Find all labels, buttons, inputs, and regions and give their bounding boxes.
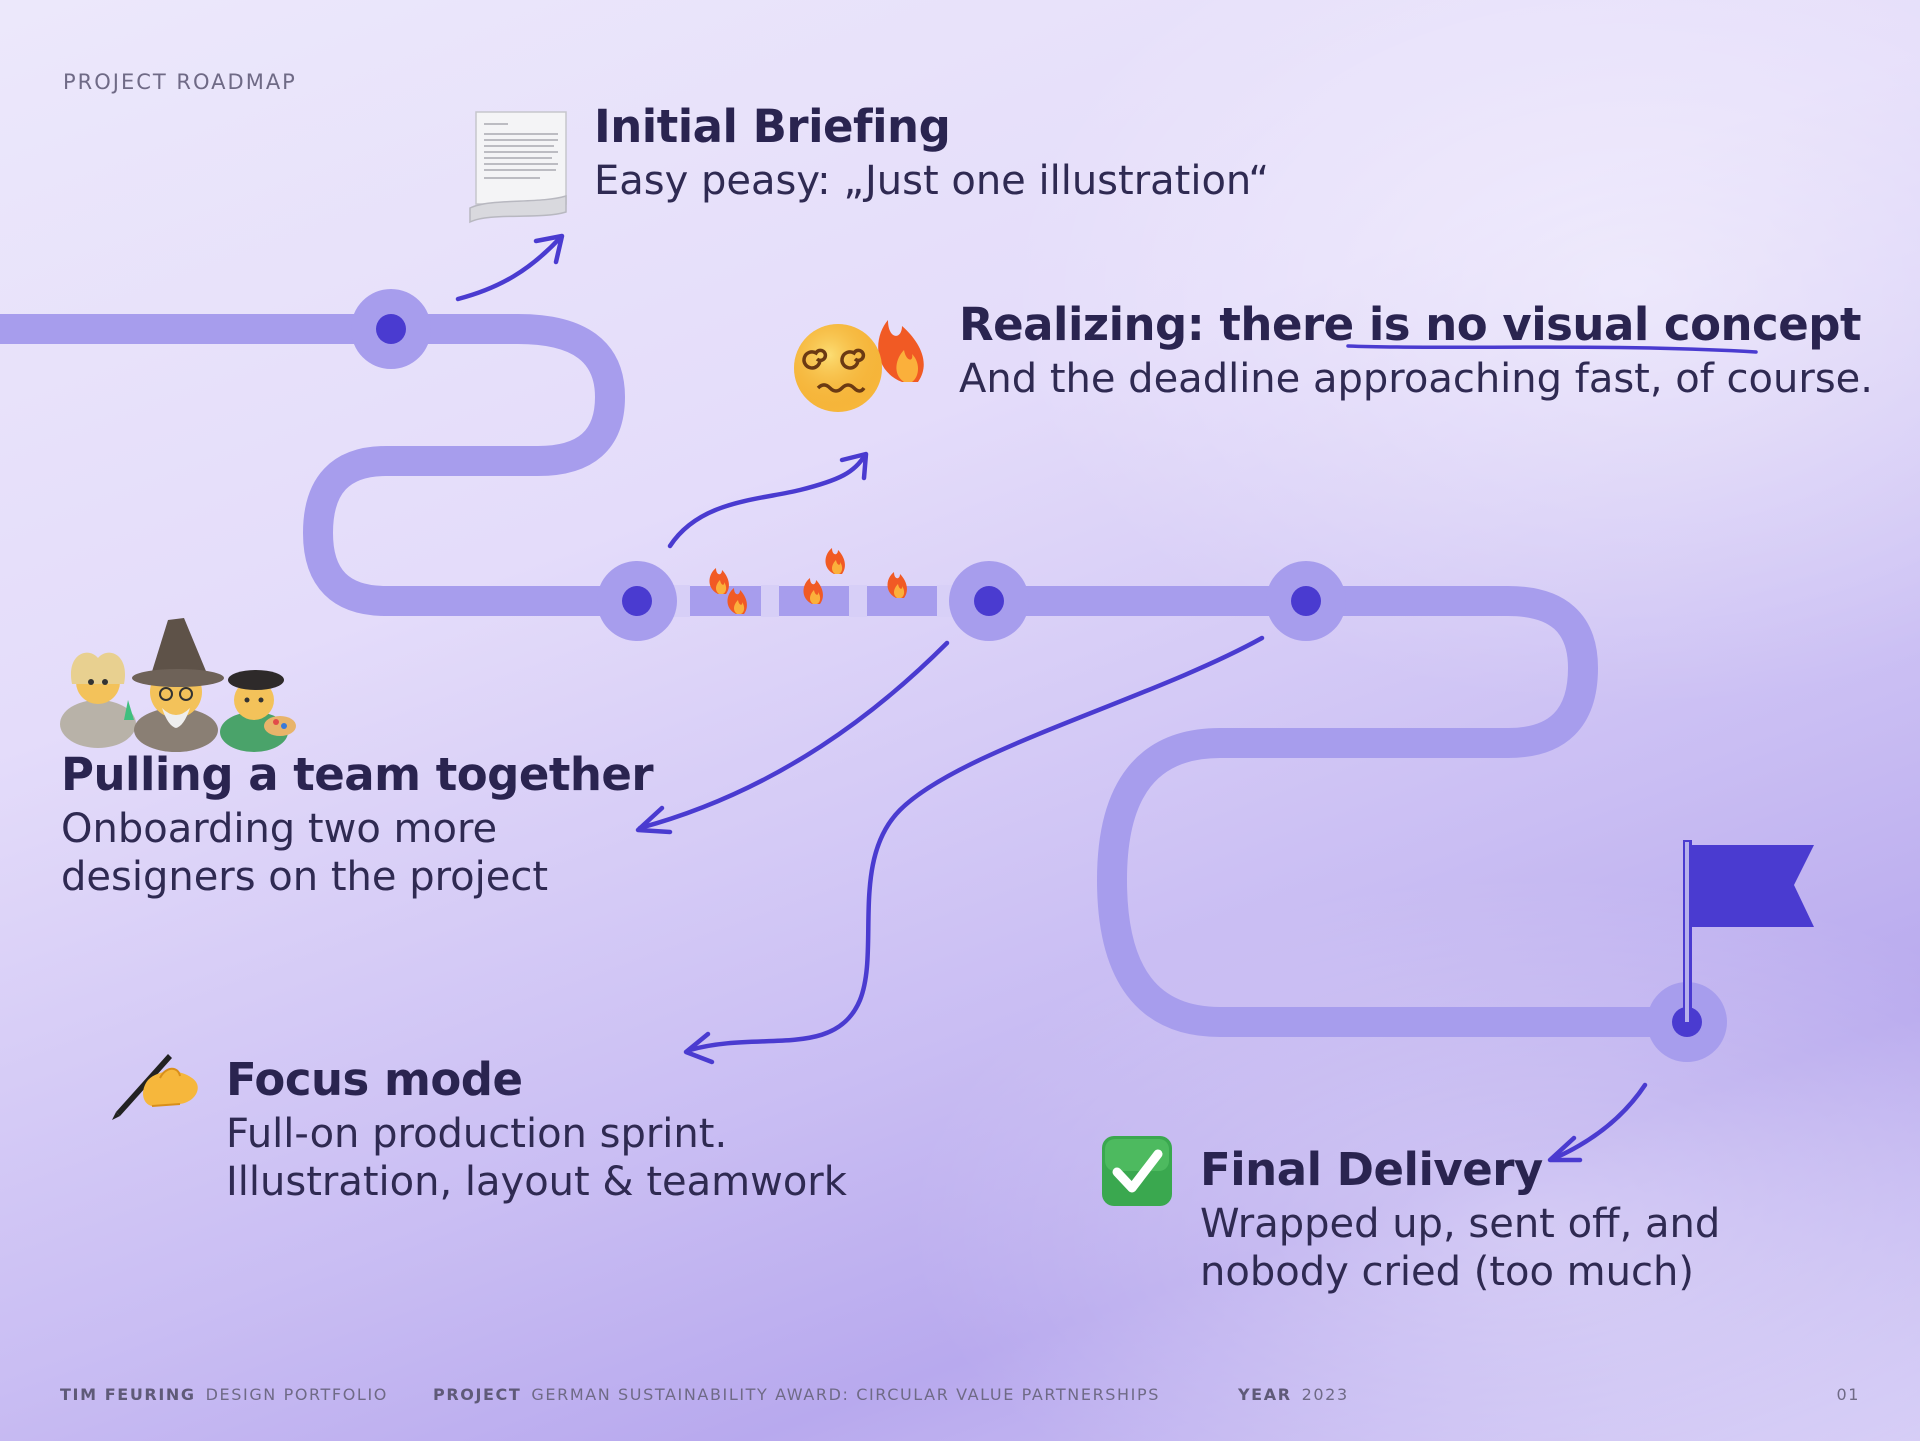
- description-line: Illustration, layout & teamwork: [226, 1159, 847, 1205]
- fire-icon: [803, 578, 823, 604]
- milestone-title: Final Delivery: [1200, 1143, 1543, 1196]
- road-path: [0, 314, 1705, 1037]
- milestone-description: Wrapped up, sent off, and nobody cried (…: [1200, 1200, 1720, 1296]
- fire-icon: [727, 588, 747, 614]
- footer-project: PROJECT GERMAN SUSTAINABILITY AWARD: CIRC…: [433, 1385, 1160, 1404]
- description-line: Onboarding two more: [61, 806, 498, 852]
- document-scroll-icon: [469, 111, 567, 224]
- milestone-title: Realizing: there is no visual concept: [959, 298, 1873, 351]
- description-line: Wrapped up, sent off, and: [1200, 1201, 1721, 1247]
- footer-author: TIM FEURING DESIGN PORTFOLIO: [60, 1385, 388, 1404]
- fire-icon: [887, 572, 907, 598]
- footer-year: YEAR 2023: [1238, 1385, 1349, 1404]
- milestone-final-delivery: Final Delivery Wrapped up, sent off, and…: [1200, 1143, 1720, 1296]
- milestone-title: Initial Briefing: [594, 100, 951, 153]
- finish-flag-icon: [1683, 840, 1814, 1025]
- highlight-underline: [1346, 344, 1758, 354]
- milestone-node: [1266, 561, 1346, 641]
- milestone-team: Pulling a team together Onboarding two m…: [61, 748, 654, 901]
- arrow-to-focus: [683, 635, 1265, 1065]
- milestone-initial-briefing: Initial Briefing Easy peasy: „Just one i…: [594, 100, 1269, 205]
- milestone-focus-mode: Focus mode Full-on production sprint. Il…: [226, 1053, 847, 1206]
- page-eyebrow: PROJECT ROADMAP: [63, 70, 297, 94]
- description-line: nobody cried (too much): [1200, 1249, 1694, 1295]
- title-prefix: Realizing: there is: [959, 298, 1426, 351]
- arrow-to-briefing: [455, 233, 565, 302]
- dizzy-face-fire-icon: [794, 320, 924, 412]
- team-mages-artist-icon: [60, 618, 296, 752]
- fire-icon: [709, 568, 729, 594]
- milestone-description: Full-on production sprint. Illustration,…: [226, 1110, 847, 1206]
- footer-author-value: DESIGN PORTFOLIO: [205, 1385, 388, 1404]
- title-highlight: no visual concept: [1425, 298, 1861, 351]
- arrow-to-delivery: [1547, 1082, 1648, 1163]
- footer-year-label: YEAR: [1238, 1385, 1292, 1404]
- fire-icon: [825, 548, 845, 574]
- milestone-node: [351, 289, 431, 369]
- footer-year-value: 2023: [1301, 1385, 1349, 1404]
- arrow-to-team: [635, 640, 950, 835]
- footer-project-value: GERMAN SUSTAINABILITY AWARD: CIRCULAR VA…: [531, 1385, 1161, 1404]
- description-line: Full-on production sprint.: [226, 1111, 728, 1157]
- writing-hand-icon: [112, 1054, 198, 1120]
- milestone-realizing: Realizing: there is no visual concept An…: [959, 298, 1873, 403]
- milestone-title: Focus mode: [226, 1053, 523, 1106]
- description-line: Easy peasy: „Just one illustration“: [594, 158, 1270, 204]
- description-line: And the deadline approaching fast, of co…: [959, 356, 1873, 402]
- check-mark-button-icon: [1102, 1136, 1172, 1206]
- milestone-title: Pulling a team together: [61, 748, 654, 801]
- milestone-description: And the deadline approaching fast, of co…: [959, 355, 1873, 403]
- milestone-description: Easy peasy: „Just one illustration“: [594, 157, 1269, 205]
- milestone-node: [949, 561, 1029, 641]
- arrow-to-realizing: [667, 451, 869, 549]
- milestone-description: Onboarding two more designers on the pro…: [61, 805, 653, 901]
- description-line: designers on the project: [61, 854, 549, 900]
- page-number: 01: [1836, 1385, 1860, 1404]
- footer-author-label: TIM FEURING: [60, 1385, 196, 1404]
- footer-project-label: PROJECT: [433, 1385, 522, 1404]
- milestone-node: [597, 561, 677, 641]
